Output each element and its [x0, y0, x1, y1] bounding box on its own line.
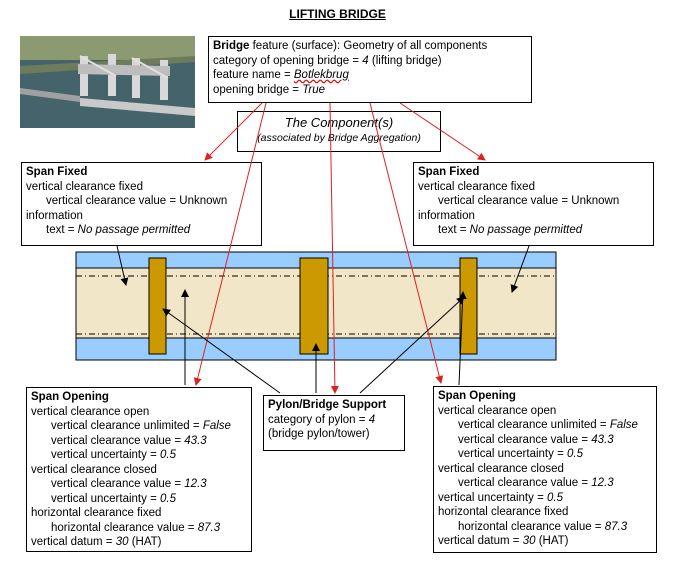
- vertical-clearance-open: vertical clearance open: [31, 405, 150, 418]
- vertical-uncertainty-closed: vertical uncertainty = 0.5: [438, 491, 563, 504]
- span-fixed-left-box: Span Fixed vertical clearance fixed vert…: [21, 162, 262, 246]
- diagram-title: LIFTING BRIDGE: [289, 7, 386, 21]
- span-fixed-title: Span Fixed: [26, 166, 88, 178]
- category-of-pylon: category of pylon = 4: [268, 413, 376, 426]
- horizontal-clearance-value: horizontal clearance value = 87.3: [458, 520, 628, 533]
- span-opening-right-box: Span Opening vertical clearance open ver…: [433, 386, 657, 553]
- pylon-category-description: (bridge pylon/tower): [268, 428, 370, 440]
- information-text: text = No passage permitted: [438, 224, 583, 236]
- bridge-feature-box: Bridge feature (surface): Geometry of al…: [208, 36, 532, 103]
- pylon-support-box: Pylon/Bridge Support category of pylon =…: [263, 395, 405, 451]
- span-fixed-right-box: Span Fixed vertical clearance fixed vert…: [413, 162, 654, 246]
- information-text: text = No passage permitted: [46, 224, 191, 236]
- vertical-clearance-fixed: vertical clearance fixed: [26, 180, 143, 193]
- vertical-clearance-unlimited: vertical clearance unlimited = False: [51, 420, 231, 432]
- vertical-uncertainty-open: vertical uncertainty = 0.5: [458, 448, 583, 460]
- vertical-clearance-fixed: vertical clearance fixed: [418, 180, 535, 193]
- bridge-feature-line: Bridge feature (surface): Geometry of al…: [213, 40, 488, 52]
- information: information: [418, 209, 475, 222]
- horizontal-clearance-value: horizontal clearance value = 87.3: [51, 521, 221, 534]
- opening-bridge: opening bridge = True: [213, 83, 325, 96]
- vertical-clearance-closed: vertical clearance closed: [31, 463, 157, 476]
- component-title: The Component(s): [284, 115, 394, 130]
- span-opening-title: Span Opening: [438, 390, 516, 402]
- vertical-clearance-closed: vertical clearance closed: [438, 462, 564, 475]
- information: information: [26, 209, 83, 222]
- vertical-uncertainty-open: vertical uncertainty = 0.5: [51, 449, 176, 461]
- span-opening-left-box: Span Opening vertical clearance open ver…: [26, 387, 252, 552]
- span-fixed-title: Span Fixed: [418, 166, 480, 178]
- component-box: The Component(s) (associated by Bridge A…: [237, 111, 441, 152]
- pylon-left: [148, 257, 167, 355]
- pylon-right: [459, 257, 478, 355]
- vertical-clearance-open: vertical clearance open: [438, 404, 557, 417]
- vertical-datum: vertical datum = 30 (HAT): [31, 536, 162, 548]
- bridge-photo: [20, 36, 195, 128]
- vertical-clearance-value: vertical clearance value = Unknown: [438, 195, 620, 207]
- horizontal-clearance-fixed: horizontal clearance fixed: [438, 506, 569, 518]
- feature-name: feature name = Botlekbrug: [213, 69, 349, 81]
- category-of-opening-bridge: category of opening bridge = 4 (lifting …: [213, 54, 442, 67]
- vertical-clearance-unlimited: vertical clearance unlimited = False: [458, 419, 638, 431]
- pylon-support-title: Pylon/Bridge Support: [268, 399, 387, 411]
- vertical-clearance-value-open: vertical clearance value = 43.3: [51, 434, 207, 447]
- vertical-clearance-value-open: vertical clearance value = 43.3: [458, 433, 614, 446]
- pylon-middle: [299, 257, 329, 355]
- vertical-clearance-value-closed: vertical clearance value = 12.3: [51, 478, 207, 490]
- horizontal-clearance-fixed: horizontal clearance fixed: [31, 507, 162, 519]
- vertical-uncertainty-closed: vertical uncertainty = 0.5: [51, 492, 176, 505]
- span-opening-title: Span Opening: [31, 391, 109, 403]
- vertical-datum: vertical datum = 30 (HAT): [438, 535, 569, 547]
- vertical-clearance-value: vertical clearance value = Unknown: [46, 195, 228, 207]
- vertical-clearance-value-closed: vertical clearance value = 12.3: [458, 477, 614, 489]
